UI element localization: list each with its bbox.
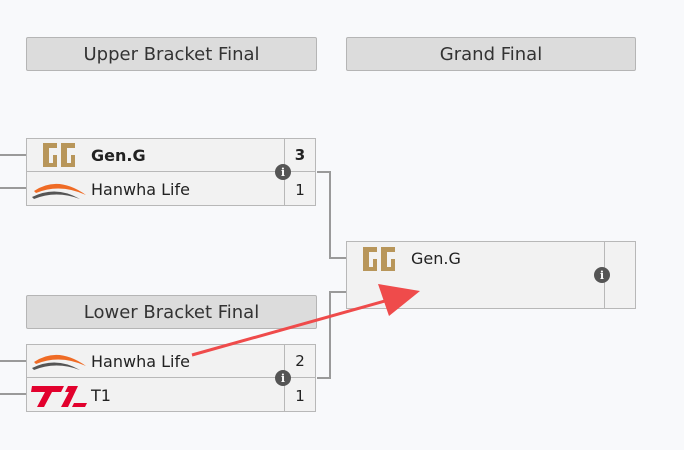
upper-final-match[interactable]: Gen.G 3 Hanwha Life 1 [26, 138, 316, 206]
team-score [604, 276, 635, 309]
team-score: 3 [284, 139, 315, 171]
team-name: T1 [91, 386, 111, 405]
team-name: Hanwha Life [91, 351, 190, 371]
header-lower-bracket-final: Lower Bracket Final [26, 295, 317, 329]
lower-final-match[interactable]: Hanwha Life 2 T1 1 [26, 344, 316, 412]
team-score [604, 242, 635, 275]
geng-logo-icon [27, 139, 91, 172]
upper-final-team2-row[interactable]: Hanwha Life 1 [27, 173, 315, 206]
hanwha-life-logo-icon [27, 173, 91, 206]
team-score: 2 [284, 345, 315, 377]
team-score: 1 [284, 379, 315, 412]
grand-final-team1-row[interactable]: Gen.G [347, 242, 635, 275]
team-name: Gen.G [91, 145, 146, 165]
team-score: 1 [284, 173, 315, 206]
upper-final-info-icon[interactable]: i [275, 164, 291, 180]
t1-logo-icon [27, 379, 91, 412]
lower-final-team2-row[interactable]: T1 1 [27, 379, 315, 412]
header-grand-final: Grand Final [346, 37, 636, 71]
team-name: Gen.G [411, 249, 461, 268]
hanwha-life-logo-icon [27, 345, 91, 378]
geng-logo-icon [347, 242, 411, 275]
header-upper-bracket-final: Upper Bracket Final [26, 37, 317, 71]
lower-final-info-icon[interactable]: i [275, 370, 291, 386]
lower-final-team1-row[interactable]: Hanwha Life 2 [27, 345, 315, 378]
grand-final-team2-row[interactable] [347, 276, 635, 309]
grand-final-info-icon[interactable]: i [594, 267, 610, 283]
team-name: Hanwha Life [91, 180, 190, 199]
upper-final-team1-row[interactable]: Gen.G 3 [27, 139, 315, 172]
